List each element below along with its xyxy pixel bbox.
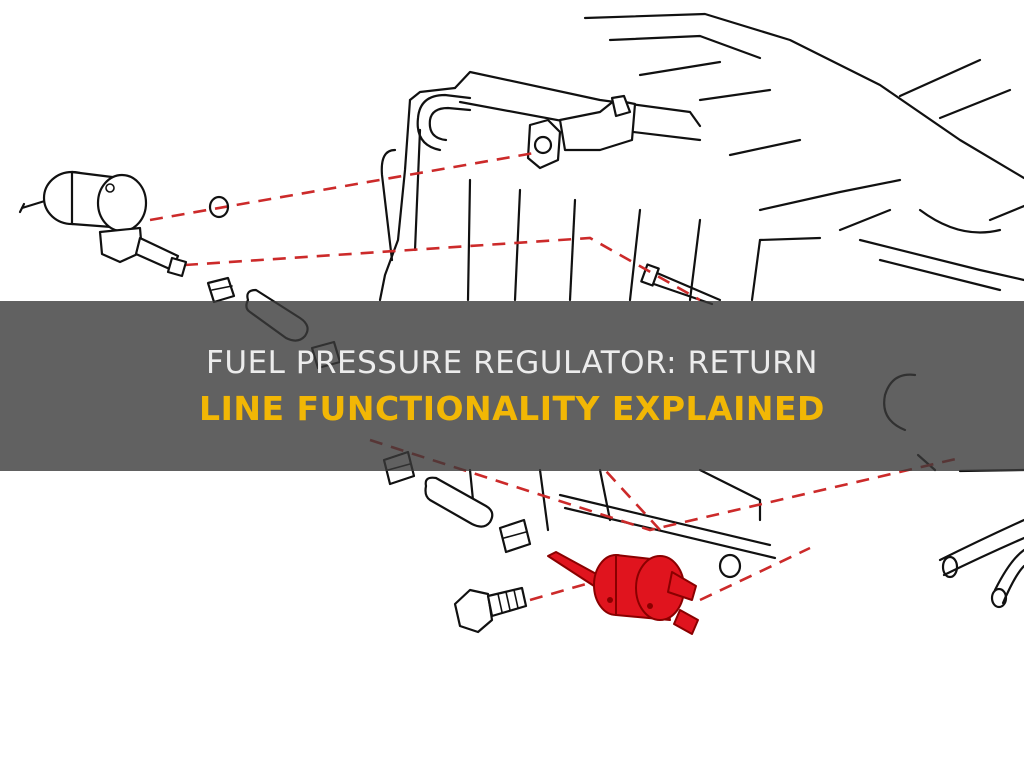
page-title-line-1: Fuel pressure regulator: return — [206, 345, 818, 381]
o-ring-icon — [208, 195, 230, 219]
title-band: Fuel pressure regulator: return line fun… — [0, 301, 1024, 471]
vacuum-hose-icon-2 — [424, 476, 494, 528]
new-fuel-pressure-regulator-icon — [547, 551, 699, 635]
hose-clamp-icon — [206, 276, 236, 304]
mounting-bolt-icon — [453, 586, 528, 634]
intake-manifold-icon — [378, 12, 1024, 609]
old-fuel-pressure-regulator-icon — [18, 170, 188, 278]
hose-clamp-icon-4 — [498, 518, 532, 554]
page-title-line-2: line functionality explained — [199, 389, 825, 428]
o-ring-icon-2 — [718, 553, 742, 579]
